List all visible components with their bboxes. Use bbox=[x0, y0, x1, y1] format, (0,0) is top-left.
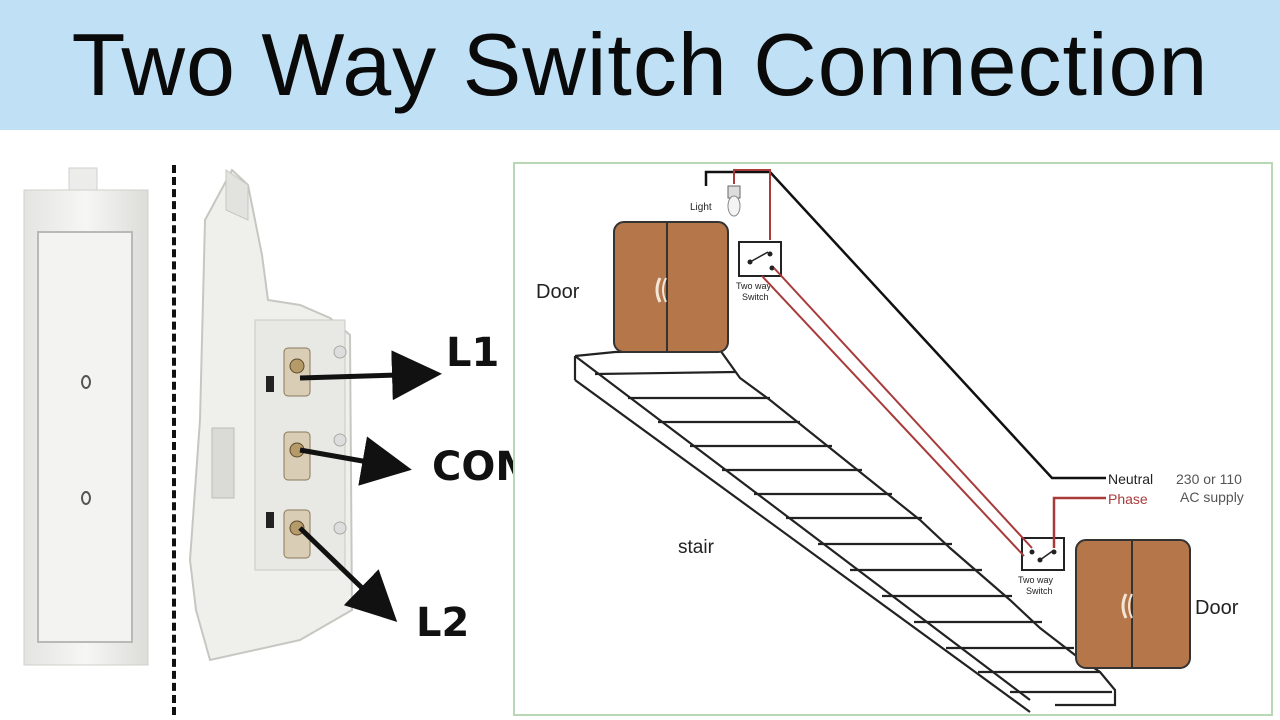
page-title: Two Way Switch Connection bbox=[71, 15, 1209, 114]
label-l1: L1 bbox=[446, 330, 499, 376]
switch-top-label-2: Switch bbox=[742, 292, 769, 302]
neutral-label: Neutral bbox=[1108, 471, 1153, 487]
traveller-wire-1 bbox=[773, 267, 1033, 549]
light-label: Light bbox=[690, 202, 712, 213]
arrow-com bbox=[299, 436, 412, 486]
door-top-label: Door bbox=[536, 281, 580, 303]
dashed-divider bbox=[172, 165, 176, 715]
stair-label: stair bbox=[678, 537, 715, 558]
switch-clip bbox=[225, 169, 249, 221]
door-bottom bbox=[1075, 539, 1191, 669]
terminal-marker-l2 bbox=[266, 512, 274, 528]
switch-front-view bbox=[23, 167, 149, 666]
switch-bottom-label-1: Two way bbox=[1018, 575, 1054, 585]
terminal-marker-l1 bbox=[266, 376, 274, 392]
staircase bbox=[573, 348, 1117, 713]
switch-top-tab bbox=[68, 167, 98, 193]
supply-label-2: AC supply bbox=[1180, 489, 1244, 505]
label-l2: L2 bbox=[416, 600, 469, 646]
switch-top-label-1: Two way bbox=[736, 281, 772, 291]
switch-side-view: L1 COM L2 bbox=[188, 168, 535, 662]
lamp-wire bbox=[733, 169, 771, 240]
door-top bbox=[613, 221, 729, 353]
light-bulb bbox=[727, 185, 741, 217]
phase-wire bbox=[1052, 496, 1106, 548]
arrow-l2 bbox=[298, 526, 398, 622]
traveller-wire-2 bbox=[761, 275, 1025, 557]
switch-bottom-label-2: Switch bbox=[1026, 586, 1053, 596]
rocker-dot-bottom bbox=[81, 491, 91, 505]
phase-label: Phase bbox=[1108, 491, 1148, 507]
side-notch bbox=[211, 427, 235, 499]
rocker-dot-top bbox=[81, 375, 91, 389]
switch-rocker bbox=[37, 231, 133, 643]
screw-l1 bbox=[289, 358, 305, 374]
wiring-diagram: Door Light Two way Switch Two way Switch bbox=[513, 162, 1273, 716]
supply-label-1: 230 or 110 bbox=[1176, 471, 1242, 487]
switch-top-symbol bbox=[738, 241, 782, 277]
arrow-l1 bbox=[299, 350, 442, 401]
title-banner: Two Way Switch Connection bbox=[0, 0, 1280, 130]
door-bottom-label: Door bbox=[1195, 597, 1239, 619]
